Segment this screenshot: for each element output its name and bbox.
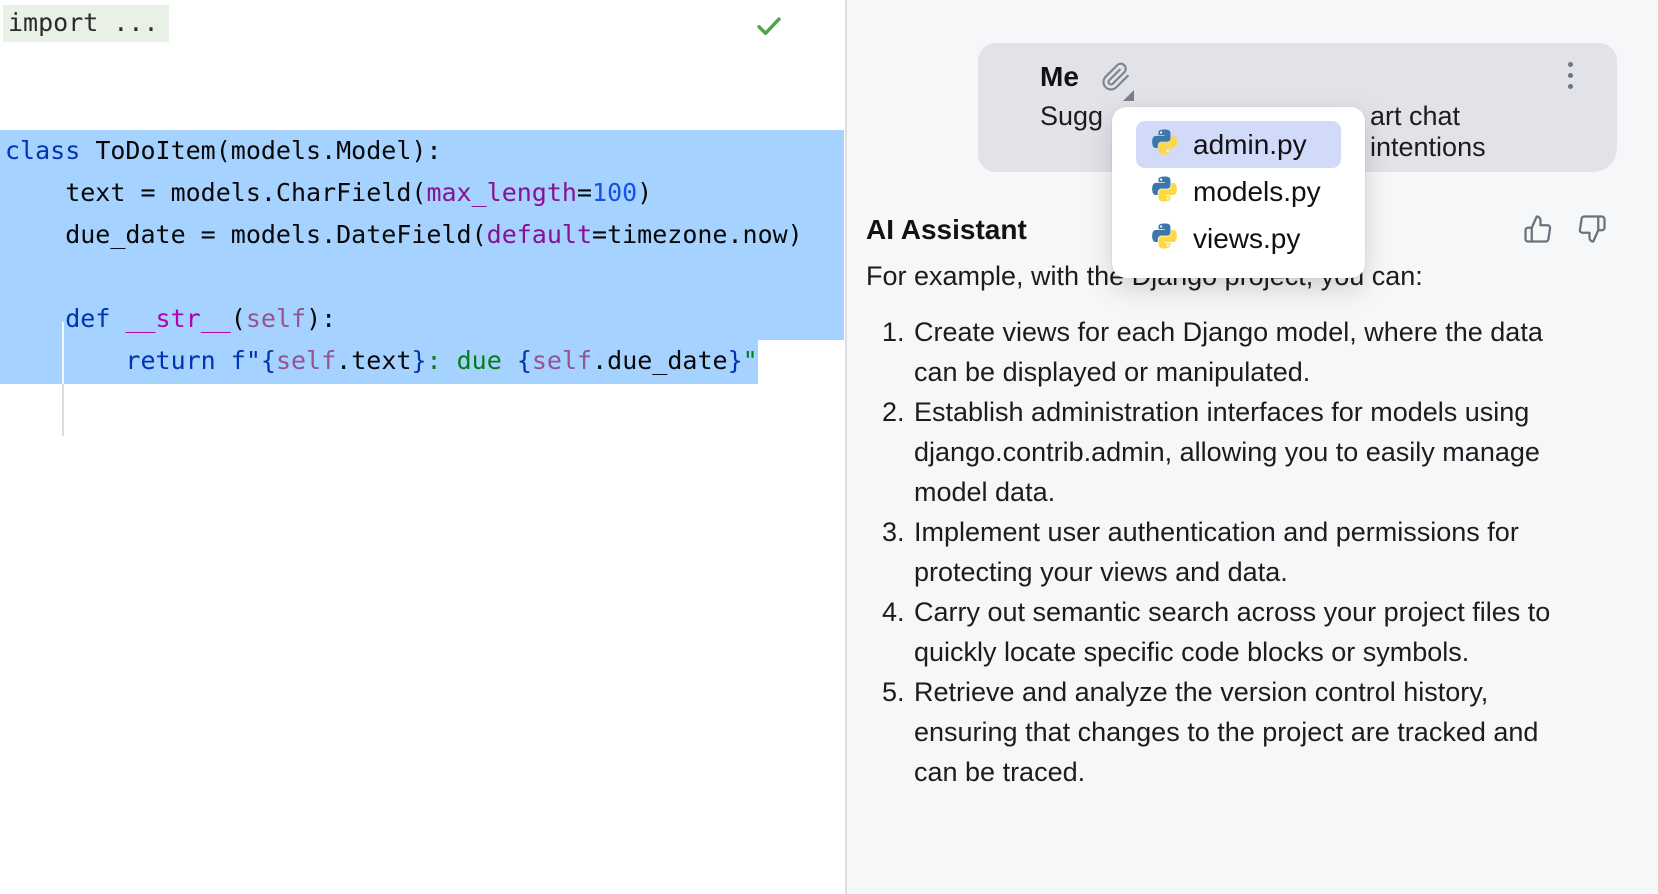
selection-highlight-block <box>0 130 844 340</box>
message-options-button[interactable] <box>1566 60 1575 91</box>
assistant-list: Create views for each Django model, wher… <box>866 312 1552 792</box>
user-message-text: Sugg art chat intentions <box>1040 101 1575 162</box>
code-line: due_date = models.DateField(default=time… <box>5 220 803 249</box>
assistant-list-item: Carry out semantic search across your pr… <box>912 592 1552 672</box>
python-file-icon <box>1152 176 1177 202</box>
code-line: text = models.CharField(max_length=100) <box>5 178 653 207</box>
folded-import-region[interactable]: import ... <box>3 5 169 42</box>
feedback-actions <box>1523 214 1607 244</box>
inspections-status-widget[interactable] <box>753 10 785 42</box>
thumbs-up-button[interactable] <box>1523 214 1553 244</box>
code-line: def __str__(self): <box>65 304 337 333</box>
popup-item-models.py[interactable]: models.py <box>1136 168 1341 215</box>
indent-guide <box>62 322 64 384</box>
assistant-message: AI Assistant For example, with the Djang… <box>866 212 1607 792</box>
attachment-popup: admin.py models.py views.py <box>1112 107 1365 278</box>
attachments-dropdown-arrow-icon <box>1122 90 1134 101</box>
assistant-list-item: Implement user authentication and permis… <box>912 512 1552 592</box>
popup-item-label: models.py <box>1193 175 1321 207</box>
code-editor-pane[interactable]: import ... class ToDoItem(models.Model):… <box>0 0 845 894</box>
thumbs-up-icon <box>1524 215 1552 243</box>
kebab-icon <box>1568 62 1573 67</box>
assistant-list-item: Retrieve and analyze the version control… <box>912 672 1552 792</box>
assistant-list-item: Create views for each Django model, wher… <box>912 312 1552 392</box>
panel-divider[interactable] <box>845 0 847 894</box>
code-line <box>5 256 803 298</box>
thumbs-down-icon <box>1578 215 1606 243</box>
checkmark-icon <box>757 17 781 36</box>
user-message-header: Me <box>1040 58 1575 101</box>
popup-item-label: admin.py <box>1193 128 1307 160</box>
user-name: Me <box>1040 61 1079 92</box>
python-file-icon <box>1152 223 1177 249</box>
popup-item-admin.py[interactable]: admin.py <box>1136 121 1341 168</box>
popup-item-views.py[interactable]: views.py <box>1136 215 1341 262</box>
paperclip-icon <box>1102 62 1129 91</box>
user-message-suffix: art chat intentions <box>1370 101 1486 162</box>
assistant-header: AI Assistant <box>866 212 1607 248</box>
popup-item-label: views.py <box>1193 222 1301 254</box>
user-message-prefix: Sugg <box>1040 101 1104 131</box>
assistant-list-item: Establish administration interfaces for … <box>912 392 1552 512</box>
code-block: class ToDoItem(models.Model): text = mod… <box>5 130 803 382</box>
indent-guide <box>62 384 64 436</box>
python-file-icon <box>1152 129 1177 155</box>
attachments-button[interactable] <box>1101 62 1134 101</box>
code-line: class ToDoItem(models.Model): <box>5 136 442 165</box>
assistant-name: AI Assistant <box>866 214 1027 245</box>
thumbs-down-button[interactable] <box>1577 214 1607 244</box>
selection-highlight-lastline <box>0 340 758 384</box>
code-line: return f"{self.text}: due {self.due_date… <box>125 346 758 375</box>
